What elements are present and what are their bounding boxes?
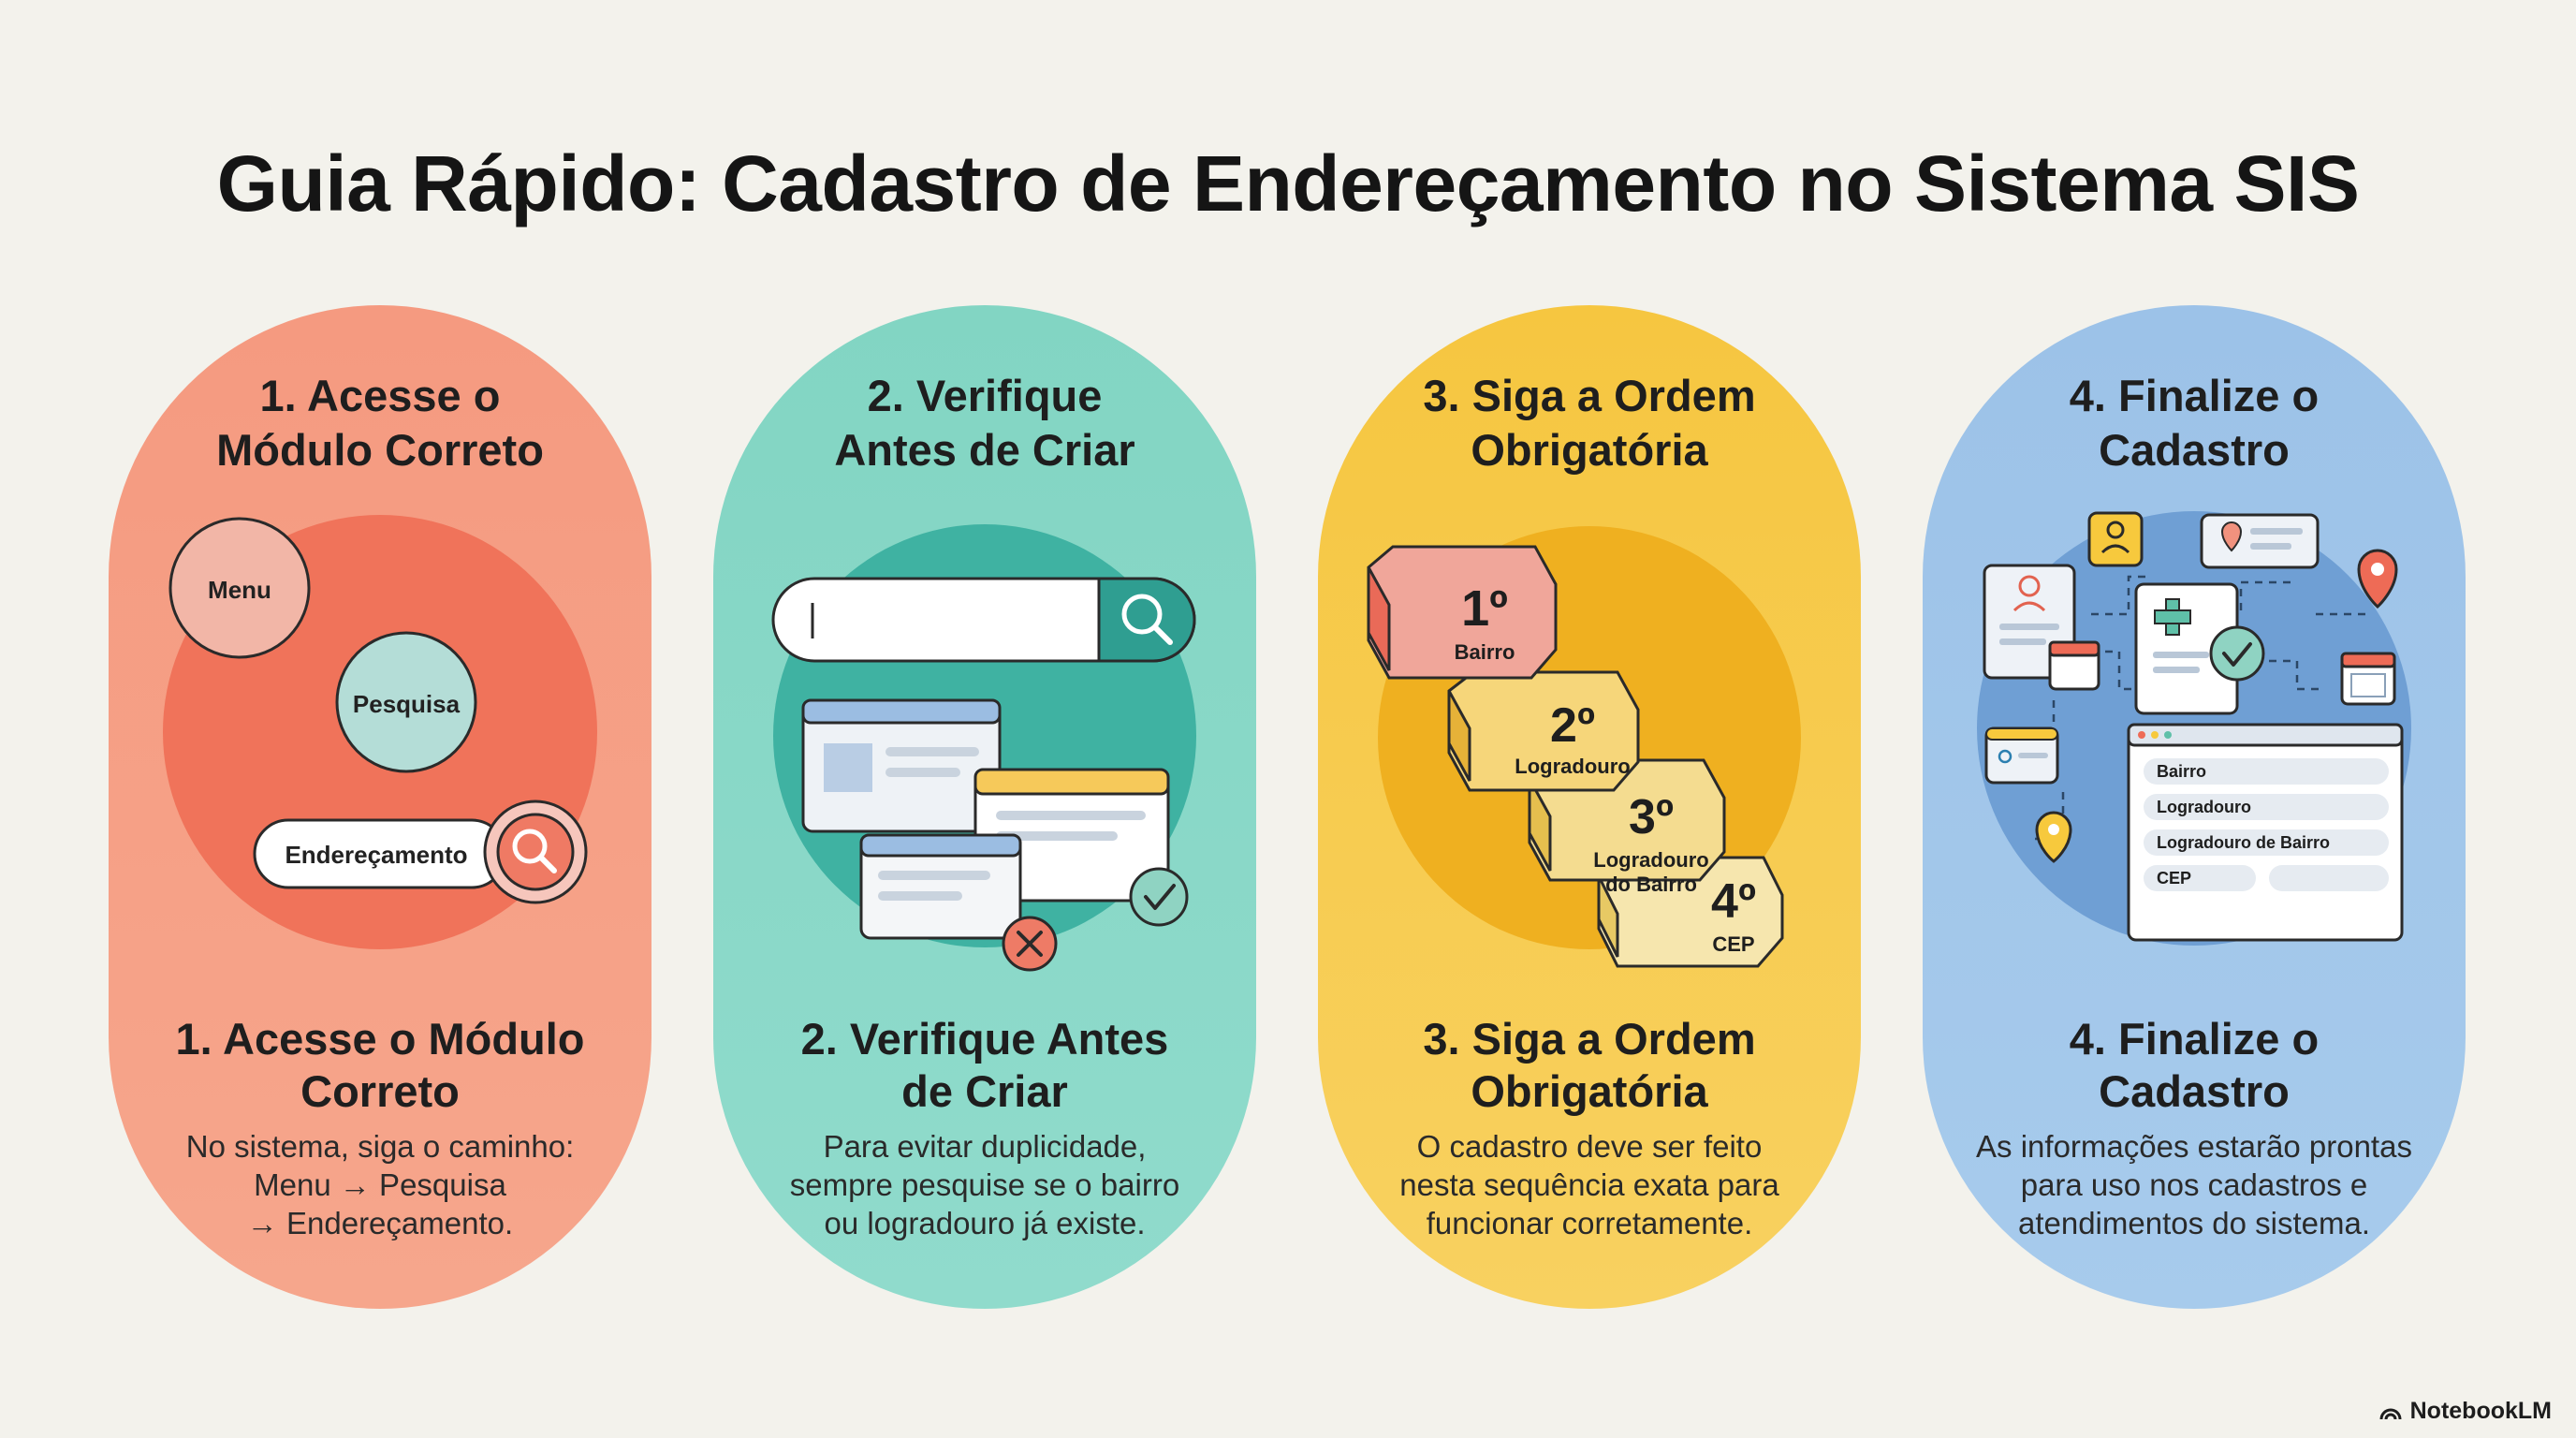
step-3-label-line2: do Bairro — [1605, 873, 1697, 896]
desc-line: O cadastro deve ser feito — [1416, 1129, 1763, 1164]
medical-record — [2134, 582, 2265, 715]
field-bairro: Bairro — [2157, 762, 2206, 781]
location-pin-icon — [2035, 811, 2072, 863]
subheading-line: de Criar — [901, 1066, 1068, 1116]
subheading-line: Obrigatória — [1471, 1066, 1708, 1116]
search-icon — [1121, 594, 1173, 645]
brand-label: NotebookLM — [2409, 1398, 2552, 1424]
page-title: Guia Rápido: Cadastro de Endereçamento n… — [216, 139, 2360, 227]
card-heading: 2. Verifique Antes de Criar — [751, 369, 1219, 477]
heading-line: 2. Verifique — [867, 371, 1103, 420]
card-description: Para evitar duplicidade, sempre pesquise… — [756, 1127, 1213, 1242]
subheading-line: Correto — [300, 1066, 460, 1116]
card-description: As informações estarão prontas para uso … — [1966, 1127, 2422, 1242]
step-1: 1º Bairro — [1367, 545, 1558, 680]
card-description: O cadastro deve ser feito nesta sequênci… — [1361, 1127, 1818, 1242]
desc-line: para uso nos cadastros e — [2020, 1167, 2368, 1202]
step-4-label: CEP — [1712, 932, 1754, 956]
subheading-line: 3. Siga a Ordem — [1423, 1014, 1756, 1064]
subheading-line: Cadastro — [2099, 1066, 2290, 1116]
field-logradouro: Logradouro — [2157, 798, 2251, 816]
step-4-number: 4º — [1711, 874, 1756, 929]
step-4: 4º CEP — [1597, 856, 1784, 968]
step-2-number: 2º — [1550, 698, 1595, 753]
step-card-2: 2. Verifique Antes de Criar — [713, 305, 1256, 1309]
desc-line: → Endereçamento. — [246, 1206, 514, 1240]
person-icon — [2087, 511, 2144, 567]
desc-line: funcionar corretamente. — [1426, 1206, 1753, 1240]
heading-line: Cadastro — [2099, 425, 2290, 475]
notebooklm-logo-icon — [2379, 1408, 2402, 1419]
field-logradouro-de-bairro: Logradouro de Bairro — [2157, 833, 2330, 852]
card-subheading: 2. Verifique Antes de Criar — [741, 1013, 1228, 1118]
card-heading: 4. Finalize o Cadastro — [1960, 369, 2428, 477]
card-description: No sistema, siga o caminho: Menu → Pesqu… — [152, 1127, 608, 1242]
heading-line: Antes de Criar — [834, 425, 1135, 475]
step-card-4: 4. Finalize o Cadastro — [1923, 305, 2466, 1309]
step-2-label: Logradouro — [1515, 755, 1630, 778]
card-heading: 1. Acesse o Módulo Correto — [146, 369, 614, 477]
desc-line: No sistema, siga o caminho: — [185, 1129, 575, 1164]
check-icon — [1129, 867, 1189, 927]
menu-label: Menu — [208, 576, 271, 604]
notebooklm-brand: NotebookLM — [2378, 1398, 2552, 1425]
finalize-illustration: Bairro Logradouro Logradouro de Bairro C… — [1977, 511, 2411, 946]
calendar-icon — [2048, 640, 2100, 691]
step-3-number: 3º — [1629, 790, 1674, 844]
card-subheading: 3. Siga a Ordem Obrigatória — [1346, 1013, 1833, 1118]
search-icon — [512, 829, 557, 873]
menu-bubble: Menu — [168, 517, 311, 659]
step-2: 2º Logradouro — [1447, 670, 1640, 792]
step-1-label: Bairro — [1455, 640, 1515, 664]
enderecamento-search-bar: Endereçamento — [253, 800, 588, 904]
step-1-number: 1º — [1461, 580, 1508, 637]
location-card — [2200, 513, 2320, 569]
heading-line: Obrigatória — [1471, 425, 1708, 475]
card-subheading: 4. Finalize o Cadastro — [1951, 1013, 2437, 1118]
heading-line: 4. Finalize o — [2069, 371, 2320, 420]
desc-line: As informações estarão prontas — [1976, 1129, 2412, 1164]
person-icon — [2012, 575, 2046, 612]
x-icon — [1002, 916, 1058, 972]
step-card-3: 3. Siga a Ordem Obrigatória 4º CEP 3º Lo… — [1318, 305, 1861, 1309]
field-cep: CEP — [2157, 869, 2191, 888]
location-pin-icon — [2357, 549, 2398, 609]
desc-line: ou logradouro já existe. — [824, 1206, 1146, 1240]
verify-illustration — [771, 524, 1196, 972]
step-card-1: 1. Acesse o Módulo Correto Menu Pesquisa… — [109, 305, 651, 1309]
heading-line: 1. Acesse o — [259, 371, 501, 420]
heading-line: Módulo Correto — [216, 425, 544, 475]
order-steps-illustration: 4º CEP 3º Logradouro do Bairro 2º Lograd… — [1367, 526, 1801, 968]
subheading-line: 1. Acesse o Módulo — [175, 1014, 585, 1064]
card-subheading: 1. Acesse o Módulo Correto — [137, 1013, 623, 1118]
subheading-line: 2. Verifique Antes — [800, 1014, 1169, 1064]
heading-line: 3. Siga a Ordem — [1423, 371, 1756, 420]
card-heading: 3. Siga a Ordem Obrigatória — [1355, 369, 1823, 477]
enderecamento-label: Endereçamento — [285, 841, 467, 869]
connector-lines — [2016, 575, 2372, 841]
desc-line: sempre pesquise se o bairro — [789, 1167, 1180, 1202]
desc-line: Para evitar duplicidade, — [823, 1129, 1147, 1164]
search-bar — [771, 577, 1196, 663]
subheading-line: 4. Finalize o — [2069, 1014, 2320, 1064]
result-window-small — [859, 833, 1022, 940]
navigation-illustration: Menu Pesquisa Endereçamento — [163, 515, 597, 949]
step-3-label: Logradouro — [1593, 848, 1708, 872]
calendar-icon — [2340, 652, 2396, 706]
desc-line: nesta sequência exata para — [1399, 1167, 1779, 1202]
address-form: Bairro Logradouro Logradouro de Bairro C… — [2127, 723, 2404, 942]
desc-line: atendimentos do sistema. — [2017, 1206, 2371, 1240]
check-icon — [2209, 625, 2265, 682]
result-window-back — [801, 698, 1002, 833]
person-card-small — [1984, 726, 2059, 785]
desc-line: Menu → Pesquisa — [254, 1167, 506, 1202]
medical-cross-icon — [2154, 598, 2191, 636]
pesquisa-label: Pesquisa — [353, 690, 461, 718]
pesquisa-bubble: Pesquisa — [335, 631, 477, 773]
